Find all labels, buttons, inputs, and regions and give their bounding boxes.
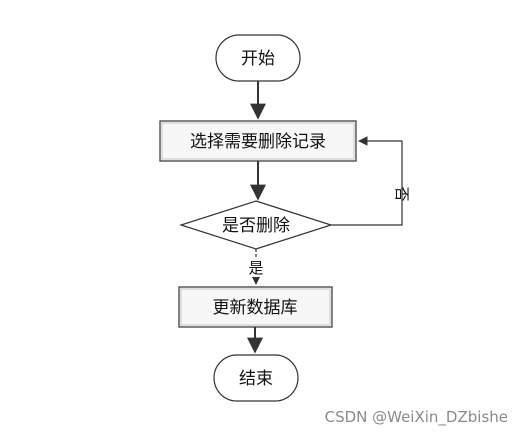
watermark: CSDN @WeiXin_DZbishe xyxy=(324,408,508,426)
no-label: 否 xyxy=(393,186,411,201)
yes-label-bg xyxy=(247,259,265,277)
decision-label: 是否删除 xyxy=(222,216,290,236)
select-record-label: 选择需要删除记录 xyxy=(190,132,326,152)
end-label: 结束 xyxy=(239,369,273,389)
start-label: 开始 xyxy=(241,49,275,69)
end-node: 结束 xyxy=(213,354,299,402)
update-database-label: 更新数据库 xyxy=(213,298,298,318)
update-database-node: 更新数据库 xyxy=(178,286,333,328)
delete-decision-node: 是否删除 xyxy=(179,200,333,250)
yes-label: 是 xyxy=(248,259,263,277)
start-node: 开始 xyxy=(215,34,301,82)
edge-no-loop xyxy=(331,136,403,226)
select-record-node: 选择需要删除记录 xyxy=(159,120,357,162)
